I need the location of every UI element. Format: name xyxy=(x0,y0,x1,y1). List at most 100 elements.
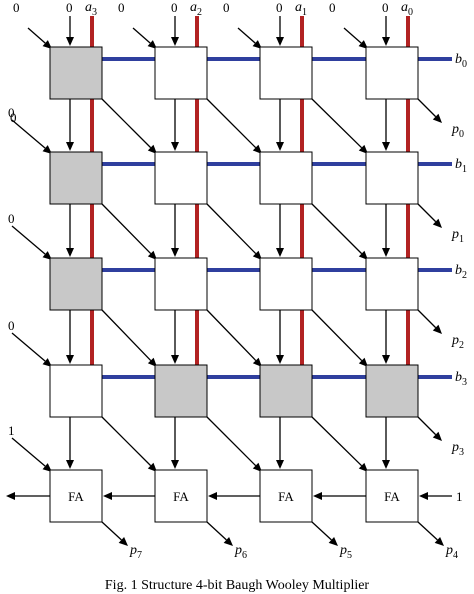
p-right-arrow-0 xyxy=(417,98,442,123)
top-sum-input-arrow-1 xyxy=(132,27,157,49)
carry-arrow-r2-c3 xyxy=(382,310,390,364)
top-zero-label-left-0: 0 xyxy=(13,0,20,15)
sum-to-fa-arrow-c0 xyxy=(101,416,157,472)
left-input-arrow-0 xyxy=(11,119,52,154)
right-carry-in-label: 1 xyxy=(456,489,463,504)
fa-carry-arrow-1 xyxy=(103,492,155,500)
sum-to-fa-arrow-c2 xyxy=(311,416,368,472)
carry-arrow-r1-c1 xyxy=(171,204,179,257)
top-zero-label-right-3: 0 xyxy=(382,0,389,15)
p-bottom-arrow-2 xyxy=(311,521,338,546)
cell-r0-c1 xyxy=(154,46,208,100)
cell-r1-c3 xyxy=(365,151,419,205)
b-label-2: b2 xyxy=(455,263,467,281)
full-adder-label: FA xyxy=(278,489,294,504)
top-carry-input-arrow-0 xyxy=(66,16,74,46)
fa-carry-in-arrow xyxy=(419,492,452,500)
carry-arrow-r0-c1 xyxy=(171,99,179,151)
cell-r0-c0 xyxy=(49,46,103,100)
full-adder-label: FA xyxy=(173,489,189,504)
sum-arrow-r1-c0 xyxy=(101,203,157,260)
left-input-label-0: 0 xyxy=(8,105,15,120)
a-label-1: a2 xyxy=(190,0,202,18)
top-zero-label-left-1: 0 xyxy=(118,0,125,15)
left-input-label-2: 0 xyxy=(8,318,15,333)
p-bottom-label-1: p6 xyxy=(234,543,247,561)
cell-r1-c1 xyxy=(154,151,208,205)
top-carry-input-arrow-2 xyxy=(276,16,284,46)
a-label-2: a1 xyxy=(295,0,307,18)
left-input-arrow-2 xyxy=(11,332,52,367)
fa-carry-arrow-2 xyxy=(208,492,260,500)
top-carry-input-arrow-1 xyxy=(171,16,179,46)
sum-arrow-r1-c2 xyxy=(311,203,368,260)
carry-arrow-r0-c3 xyxy=(382,99,390,151)
p-right-arrow-2 xyxy=(417,309,442,334)
carry-arrow-r1-c3 xyxy=(382,204,390,257)
full-adder-0: FA xyxy=(49,469,103,523)
cell-r3-c1 xyxy=(154,364,208,418)
b-label-0: b0 xyxy=(455,52,467,70)
left-input-label-1: 0 xyxy=(8,211,15,226)
fa-final-carry-out-arrow xyxy=(6,492,50,500)
left-input-label-top: 0 xyxy=(10,110,17,125)
full-adder-3: FA xyxy=(365,469,419,523)
carry-arrow-r1-c0 xyxy=(66,204,74,257)
sum-to-fa-arrow-c1 xyxy=(206,416,262,472)
carry-arrow-r2-c2 xyxy=(276,310,284,364)
carry-arrow-r1-c2 xyxy=(276,204,284,257)
carry-to-fa-arrow-c0 xyxy=(66,417,74,469)
carry-arrow-r0-c2 xyxy=(276,99,284,151)
top-carry-input-arrow-3 xyxy=(382,16,390,46)
carry-arrow-r2-c1 xyxy=(171,310,179,364)
cell-r2-c1 xyxy=(154,257,208,311)
arrow-connections xyxy=(6,16,452,546)
a-label-0: a3 xyxy=(85,0,97,18)
p-right-label-3: p3 xyxy=(451,440,464,458)
cell-r3-c0 xyxy=(49,364,103,418)
cell-r3-c2 xyxy=(259,364,313,418)
full-adder-label: FA xyxy=(68,489,84,504)
sum-arrow-r0-c0 xyxy=(101,98,157,154)
p-right-label-0: p0 xyxy=(451,122,464,140)
cell-r3-c3 xyxy=(365,364,419,418)
cell-r0-c3 xyxy=(365,46,419,100)
p-bottom-label-3: p4 xyxy=(445,543,458,561)
carry-to-fa-arrow-c1 xyxy=(171,417,179,469)
top-zero-label-left-2: 0 xyxy=(223,0,230,15)
b-label-1: b1 xyxy=(455,157,467,175)
full-adder-1: FA xyxy=(154,469,208,523)
left-input-label-3: 1 xyxy=(8,423,15,438)
top-sum-input-arrow-2 xyxy=(237,27,262,49)
cell-r1-c0 xyxy=(49,151,103,205)
p-right-arrow-3 xyxy=(417,416,442,441)
top-zero-label-left-3: 0 xyxy=(329,0,336,15)
p-bottom-arrow-1 xyxy=(206,521,233,546)
figure-caption: Fig. 1 Structure 4-bit Baugh Wooley Mult… xyxy=(104,578,370,593)
p-bottom-label-0: p7 xyxy=(129,543,142,561)
cell-r1-c2 xyxy=(259,151,313,205)
b-label-3: b3 xyxy=(455,370,467,388)
sum-arrow-r2-c2 xyxy=(311,309,368,367)
cell-r2-c0 xyxy=(49,257,103,311)
p-bottom-label-2: p5 xyxy=(339,543,352,561)
sum-arrow-r0-c2 xyxy=(311,98,368,154)
sum-arrow-r2-c0 xyxy=(101,309,157,367)
p-bottom-arrow-0 xyxy=(101,521,128,546)
top-zero-label-right-2: 0 xyxy=(276,0,283,15)
multiplier-cells: FA FA FA FA xyxy=(49,46,419,523)
top-zero-label-right-1: 0 xyxy=(171,0,178,15)
sum-arrow-r0-c1 xyxy=(206,98,262,154)
cell-r2-c2 xyxy=(259,257,313,311)
carry-to-fa-arrow-c3 xyxy=(382,417,390,469)
cell-r0-c2 xyxy=(259,46,313,100)
cell-r2-c3 xyxy=(365,257,419,311)
p-right-arrow-1 xyxy=(417,203,442,228)
sum-arrow-r1-c1 xyxy=(206,203,262,260)
fa-carry-arrow-3 xyxy=(313,492,366,500)
p-right-label-1: p1 xyxy=(451,227,464,245)
full-adder-2: FA xyxy=(259,469,313,523)
p-right-label-2: p2 xyxy=(451,333,464,351)
